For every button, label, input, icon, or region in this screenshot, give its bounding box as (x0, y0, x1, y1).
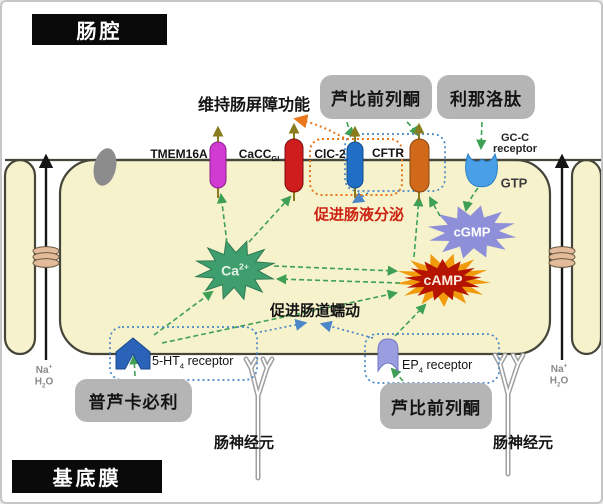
secretion-annotation: 促进肠液分泌 (314, 204, 404, 225)
neuron-right (492, 352, 526, 477)
cgmp-label-text: cGMP (453, 224, 491, 240)
cacc-channel (284, 138, 304, 193)
drug-lubiprostone-bottom: 芦比前列酮 (380, 383, 492, 429)
clc2-channel (346, 141, 364, 189)
transport-label-left: Na+ H2O (35, 364, 53, 391)
tmem16a-channel (209, 141, 227, 189)
cacc-label-subscript: GI (271, 154, 280, 164)
clc2-label: ClC-2 (314, 147, 345, 161)
basement-header: 基底膜 (12, 460, 162, 493)
tight-junction-left (32, 246, 60, 268)
ht4-label-base: 5-HT (152, 353, 180, 368)
green-signal-arrows (129, 121, 487, 382)
camp-label: cAMP (424, 272, 463, 288)
ca-label-base: Ca (221, 262, 240, 279)
h2o-label-right: H2O (549, 375, 569, 389)
neuron-right-label: 肠神经元 (493, 432, 553, 453)
tmem16a-label-text: TMEM16A (150, 147, 208, 161)
h2o-label-left: H2O (34, 376, 54, 390)
na-label-right: Na+ (550, 362, 568, 375)
right-cell (570, 158, 601, 356)
barrier-annotation-text: 维持肠屏障功能 (197, 97, 311, 114)
neuron-left (243, 356, 275, 481)
motility-annotation-text: 促进肠道蠕动 (269, 302, 361, 320)
cgmp-starburst (427, 205, 517, 259)
tight-junction-right (548, 246, 576, 268)
gtp-label: GTP (501, 176, 528, 191)
camp-starburst-inner (404, 259, 482, 301)
neuron-right-label-text: 肠神经元 (492, 434, 554, 452)
drug-linaclotide: 利那洛肽 (437, 75, 535, 119)
transport-label-right: Na+ H2O (550, 363, 568, 390)
drug-lubiprostone-bottom-label: 芦比前列酮 (391, 398, 481, 418)
ep4-label-subscript: 4 (418, 365, 423, 375)
drug-lubiprostone-top-label: 芦比前列酮 (331, 89, 421, 109)
ca-label-superscript: 2+ (239, 261, 249, 272)
clc2-label-text: ClC-2 (314, 147, 346, 161)
gcc-label-line2: receptor (492, 143, 538, 155)
ht4-receptor-shape (115, 337, 151, 370)
barrier-annotation: 维持肠屏障功能 (198, 91, 310, 115)
camp-label-text: cAMP (423, 272, 463, 288)
ca-starburst (194, 239, 276, 301)
drug-linaclotide-label: 利那洛肽 (450, 89, 522, 109)
basement-header-label: 基底膜 (52, 468, 122, 490)
cftr-label: CFTR (372, 146, 404, 160)
lumen-header: 肠腔 (32, 14, 167, 45)
secretion-annotation-text: 促进肠液分泌 (313, 206, 405, 224)
lumen-header-label: 肠腔 (76, 21, 123, 43)
gcc-receptor-shape (465, 152, 498, 188)
drug-lubiprostone-top: 芦比前列酮 (320, 75, 432, 119)
ep4-receptor-shape (377, 338, 399, 373)
cftr-channel (409, 138, 430, 193)
channel-stems (212, 122, 425, 201)
neuron-left-label: 肠神经元 (214, 432, 274, 453)
cacc-label: CaCCGI (239, 147, 280, 163)
na-label-left: Na+ (35, 363, 53, 376)
ht4-label-subscript: 4 (179, 361, 185, 371)
gtp-label-text: GTP (500, 175, 528, 191)
drug-prucalopride-label: 普芦卡必利 (88, 393, 179, 412)
cftr-label-text: CFTR (372, 146, 404, 160)
membrane-protein-blob (93, 148, 117, 186)
gcc-label-line1: GC-C (500, 132, 530, 144)
tmem16a-label: TMEM16A (150, 147, 207, 161)
ep4-receptor-label: EP4 receptor (402, 358, 472, 375)
ht4-label-rest: receptor (184, 353, 234, 368)
ep4-label-base: EP (402, 357, 419, 372)
gcc-receptor-label: GC-C receptor (480, 133, 550, 155)
ht4-receptor-label: 5-HT4 receptor (152, 354, 233, 371)
drug-prucalopride: 普芦卡必利 (75, 379, 192, 422)
cacc-label-text: CaCC (238, 146, 272, 161)
left-cell (3, 158, 37, 356)
cgmp-label: cGMP (454, 225, 491, 240)
motility-annotation: 促进肠道蠕动 (270, 300, 360, 321)
ca-label: Ca2+ (221, 262, 249, 279)
ep4-label-rest: receptor (423, 357, 473, 372)
neuron-left-label-text: 肠神经元 (213, 434, 275, 452)
